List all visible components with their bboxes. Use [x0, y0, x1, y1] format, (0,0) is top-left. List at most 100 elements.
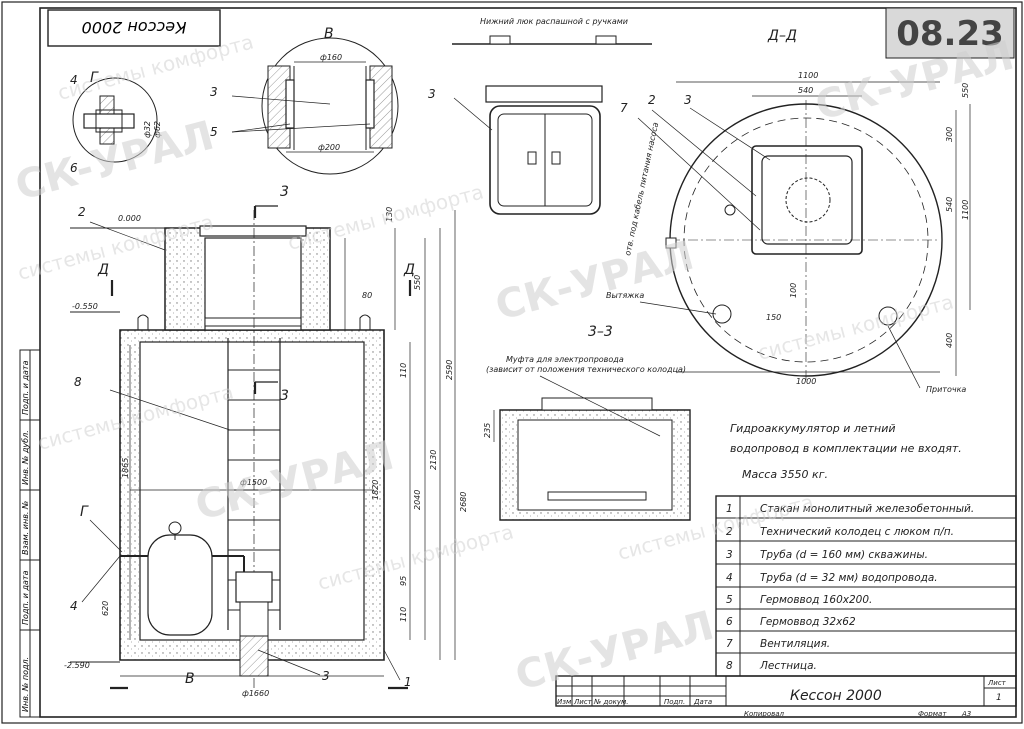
code-badge: 08.23 [885, 7, 1015, 59]
note-line-2: водопровод в комплектации не входят. [730, 442, 962, 455]
legend-num: 1 [726, 503, 733, 515]
dim-v620: 620 [101, 601, 110, 616]
callout-1-main: 1 [404, 675, 412, 689]
legend-text: Вентиляция. [760, 638, 830, 650]
legend-text: Труба (d = 32 мм) водопровода. [760, 572, 938, 584]
callout-5-detail: 5 [210, 125, 218, 139]
binding-strip: Подп. и дата Инв. № дубл. Взам. инв. № П… [19, 349, 41, 718]
detail-G [72, 77, 158, 163]
callout-3-detail: 3 [210, 85, 218, 99]
legend-num: 6 [726, 616, 733, 628]
dim-dd300: 300 [945, 127, 954, 142]
watermark-brand: СК-УРАЛ [491, 233, 699, 330]
exhaust-label: Вытяжка [606, 291, 644, 300]
detail-G-title: Г [90, 70, 99, 86]
stamp-format-value: А3 [961, 710, 971, 718]
legend-num: 4 [726, 572, 733, 584]
cut-3-bottom: 3 [280, 388, 289, 404]
callout-2-main: 2 [78, 205, 86, 219]
callout-3-plan: 3 [684, 93, 692, 107]
dim-v1865: 1865 [121, 458, 130, 478]
dim-d200: ф200 [318, 143, 340, 152]
level-0: 0.000 [118, 214, 141, 223]
stamp-col-2: Лист [573, 698, 593, 706]
watermark-brand: СК-УРАЛ [511, 603, 719, 700]
dim-v235: 235 [483, 423, 492, 438]
cut-D-right: Д [403, 262, 415, 278]
callout-4-detail: 4 [70, 73, 78, 87]
hatch-note: Нижний люк распашной с ручками [480, 17, 628, 26]
legend-text: Лестница. [759, 660, 817, 672]
legend-text: Стакан монолитный железобетонный. [760, 503, 974, 515]
legend-text: Технический колодец с люком п/п. [760, 526, 954, 538]
cut-3-top: 3 [280, 184, 289, 200]
detail-B-labels: В ф160 ф200 3 5 [210, 26, 342, 152]
callout-3-hatch: 3 [428, 87, 436, 101]
level-m2590: -2.590 [64, 661, 90, 670]
hatch-labels: Нижний люк распашной с ручками 3 [428, 17, 628, 101]
callout-2-plan: 2 [648, 93, 656, 107]
callout-8-main: 8 [74, 375, 82, 389]
dim-v80: 80 [362, 291, 372, 300]
stamp-col-4: Подп. [664, 698, 685, 706]
main-section [70, 205, 456, 690]
inflow-label: Приточка [926, 385, 966, 394]
legend-rows: 1 Стакан монолитный железобетонный. 2 Те… [726, 503, 974, 672]
coupling-note-1: Муфта для электропровода [506, 355, 624, 364]
stamp-col-1: Изм. [557, 698, 573, 706]
detail-G-labels: 4 Г 6 ф32 ф62 [70, 70, 162, 175]
title-box: Кессон 2000 [47, 9, 221, 47]
stamp-col-5: Дата [693, 698, 712, 706]
dim-dd1100: 1100 [798, 71, 818, 80]
level-m550: -0.550 [72, 302, 98, 311]
stamp-sheet-value: 1 [996, 693, 1002, 703]
title-stamp [555, 675, 1017, 707]
dim-v110b: 110 [399, 607, 408, 622]
stamp-format-label: Формат [918, 710, 947, 718]
dim-dd540: 540 [798, 86, 813, 95]
legend-text: Гермоввод 32х62 [760, 616, 856, 628]
dim-dd1100v: 1100 [961, 200, 970, 220]
pump-cable-note: отв. под кабель питания насоса [623, 121, 660, 256]
dim-v130: 130 [385, 207, 394, 222]
dim-v2040: 2040 [413, 490, 422, 510]
dim-d32: ф32 [143, 121, 152, 138]
callout-3-main: 3 [322, 669, 330, 683]
watermark-tagline: системы комфорта [285, 179, 486, 254]
side-label-4: Подп. и дата [21, 570, 30, 625]
section-33-labels: 3–3 Муфта для электропровода (зависит от… [483, 324, 686, 438]
watermark-tagline: системы комфорта [55, 29, 256, 104]
stamp-labels: Изм. Лист № докум. Подп. Дата Кессон 200… [557, 679, 1007, 718]
main-section-labels: 2 0.000 -0.550 -2.590 8 4 Г 3 3 Д Д В 3 … [64, 184, 468, 698]
dim-dd550: 550 [961, 83, 970, 98]
cut-D-left: Д [97, 262, 109, 278]
dim-v2590: 2590 [445, 360, 454, 380]
cut-G-main: Г [80, 504, 89, 520]
dim-v95: 95 [399, 576, 408, 586]
dim-dd1000: 1000 [796, 377, 816, 386]
stamp-sheet-label: Лист [987, 679, 1007, 687]
dim-v550: 550 [413, 275, 422, 290]
plan-DD [637, 81, 971, 389]
dim-d1660: ф1660 [242, 689, 269, 698]
detail-B-title: В [324, 26, 334, 42]
side-label-2: Инв. № дубл. [21, 430, 30, 485]
code-badge-text: 08.23 [896, 14, 1004, 54]
legend-num: 2 [726, 526, 733, 538]
dim-d1500: ф1500 [240, 478, 267, 487]
side-label-5: Инв. № подл. [21, 657, 30, 712]
legend-num: 8 [726, 660, 733, 672]
drawing-name: Кессон 2000 [790, 688, 882, 704]
notes: Гидроаккумулятор и летний водопровод в к… [730, 422, 962, 481]
dim-v2130: 2130 [429, 450, 438, 470]
dim-dd400: 400 [945, 333, 954, 348]
plan-DD-title: Д–Д [767, 28, 797, 44]
section-33 [493, 375, 691, 521]
stamp-col-3: № докум. [593, 698, 629, 706]
dim-v2680: 2680 [459, 492, 468, 512]
side-label-1: Подп. и дата [21, 360, 30, 415]
dim-d62: ф62 [153, 121, 162, 138]
